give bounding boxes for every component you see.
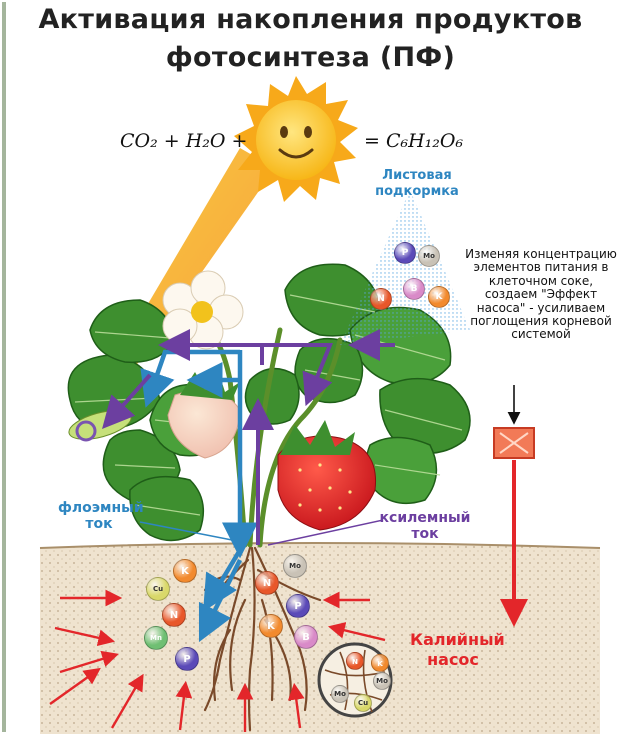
equation-right: = C₆H₁₂O₆ xyxy=(364,130,463,152)
nutrient-marker: P xyxy=(286,594,310,618)
nutrient-marker: K xyxy=(371,654,389,672)
nutrient-marker: Mo xyxy=(283,554,307,578)
frame-edge xyxy=(2,2,6,732)
potassium-pump-label: Калийный насос xyxy=(410,630,496,670)
nutrient-marker: P xyxy=(394,242,416,264)
nutrient-marker: K xyxy=(428,286,450,308)
nutrient-marker: N xyxy=(370,288,392,310)
nutrient-marker: Mn xyxy=(144,626,168,650)
nutrient-marker: Mo xyxy=(418,245,440,267)
nutrient-marker: Mo xyxy=(331,685,349,703)
phloem-flow-label: флоэмный ток xyxy=(58,500,140,532)
nutrient-marker: P xyxy=(175,647,199,671)
nutrient-marker: B xyxy=(403,278,425,300)
pump-box xyxy=(494,428,534,458)
nutrient-marker: K xyxy=(173,559,197,583)
diagram-title-line2: фотосинтеза (ПФ) xyxy=(0,42,621,73)
nutrient-marker: K xyxy=(259,614,283,638)
nutrient-marker: N xyxy=(346,652,364,670)
nutrient-marker: B xyxy=(294,625,318,649)
xylem-flow-label: ксилемный ток xyxy=(374,510,476,542)
nutrient-marker: N xyxy=(255,571,279,595)
nutrient-marker: Mo xyxy=(373,672,391,690)
ripe-strawberry xyxy=(278,420,376,530)
foliar-feeding-label: Листовая подкормка xyxy=(362,168,472,200)
pump-effect-note: Изменяя концентрацию элементов питания в… xyxy=(462,248,620,342)
spray-cone xyxy=(340,190,470,345)
nutrient-marker: Cu xyxy=(146,577,170,601)
nutrient-marker: N xyxy=(162,603,186,627)
nutrient-marker: Cu xyxy=(354,694,372,712)
equation-left: CO₂ + H₂O + xyxy=(120,130,247,152)
diagram-title-line1: Активация накопления продуктов xyxy=(0,4,621,35)
